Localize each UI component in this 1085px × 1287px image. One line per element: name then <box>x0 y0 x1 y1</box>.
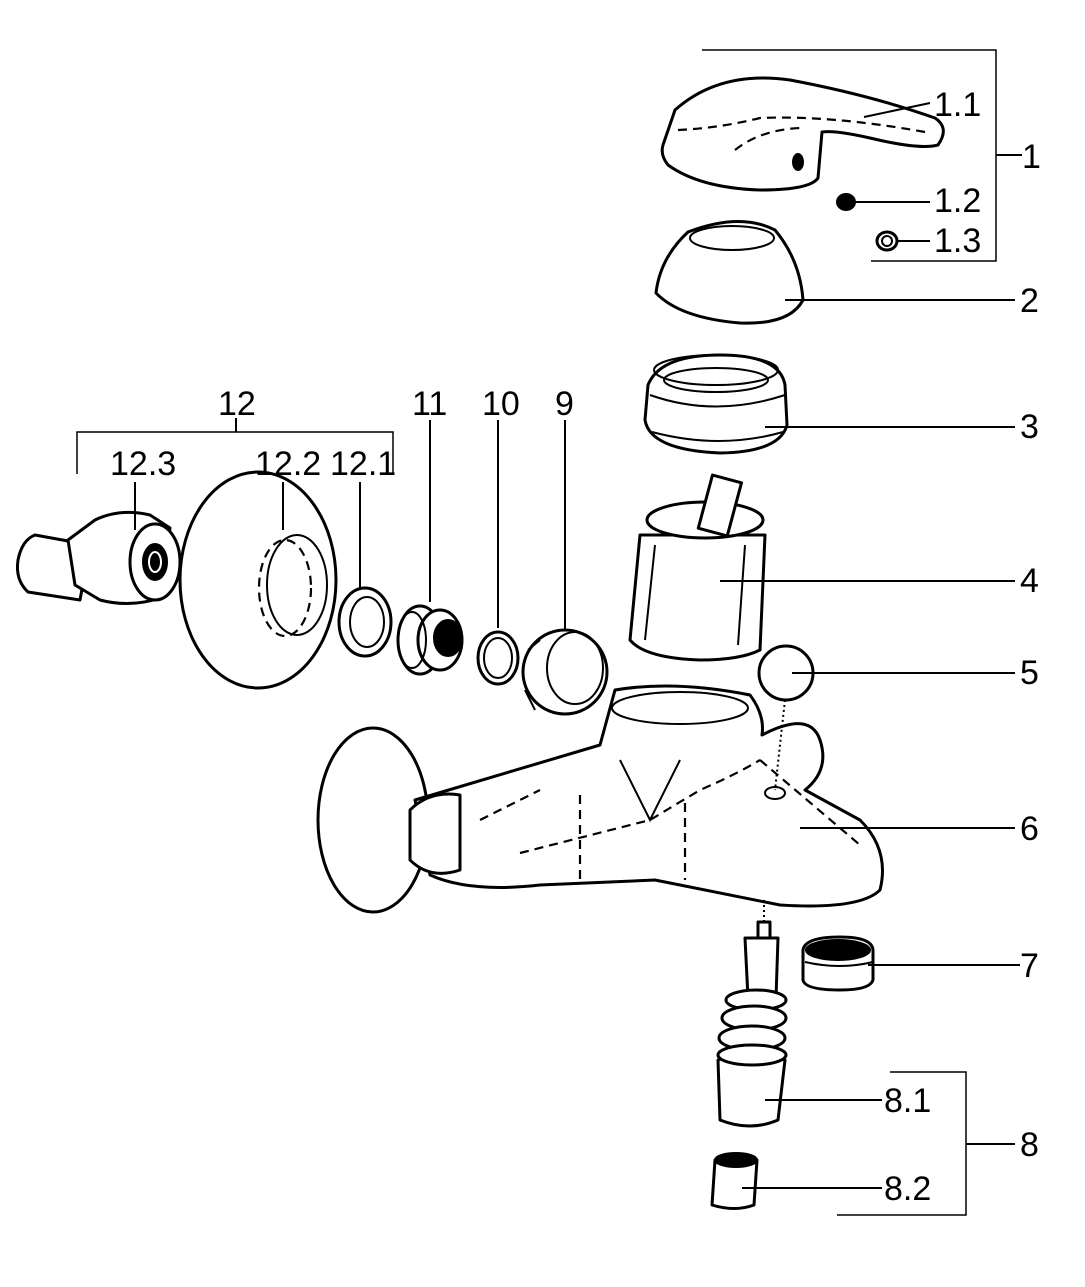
label-8-1: 8.1 <box>884 1082 931 1120</box>
part-11-threaded-adapter <box>396 420 464 676</box>
part-6-mixer-body <box>316 684 1015 914</box>
label-2: 2 <box>1020 282 1039 320</box>
part-12-2-escutcheon <box>178 470 338 690</box>
part-4-cartridge <box>628 473 1015 662</box>
part-8-2-insert <box>710 1152 882 1210</box>
part-1-1-lever-handle <box>660 76 945 192</box>
part-12-1-washer <box>337 482 393 658</box>
label-5: 5 <box>1020 654 1039 692</box>
label-10: 10 <box>482 385 520 423</box>
label-12: 12 <box>218 385 256 423</box>
label-11: 11 <box>412 385 447 423</box>
label-4: 4 <box>1020 562 1039 600</box>
label-12-1: 12.1 <box>330 445 396 483</box>
part-10-o-ring <box>476 420 520 686</box>
label-8-2: 8.2 <box>884 1170 931 1208</box>
label-8: 8 <box>1020 1126 1039 1164</box>
label-12-3: 12.3 <box>110 445 176 483</box>
part-9-union-nut <box>521 420 609 716</box>
label-1-2: 1.2 <box>934 182 981 220</box>
part-7-aerator <box>801 935 1020 992</box>
label-9: 9 <box>555 385 574 423</box>
label-7: 7 <box>1020 947 1039 985</box>
part-1-3-cap <box>875 230 899 252</box>
label-1-1: 1.1 <box>934 86 981 124</box>
part-8-1-diverter <box>716 900 882 1128</box>
label-1-3: 1.3 <box>934 222 981 260</box>
label-6: 6 <box>1020 810 1039 848</box>
part-2-dome-cover <box>654 220 1015 325</box>
label-12-2: 12.2 <box>255 445 321 483</box>
leader-1-1 <box>863 102 931 118</box>
part-12-3-eccentric-connector <box>16 482 182 605</box>
part-3-nut-ring <box>643 353 1015 455</box>
label-3: 3 <box>1020 408 1039 446</box>
part-5-ball <box>757 644 1015 702</box>
label-1: 1 <box>1022 138 1041 176</box>
